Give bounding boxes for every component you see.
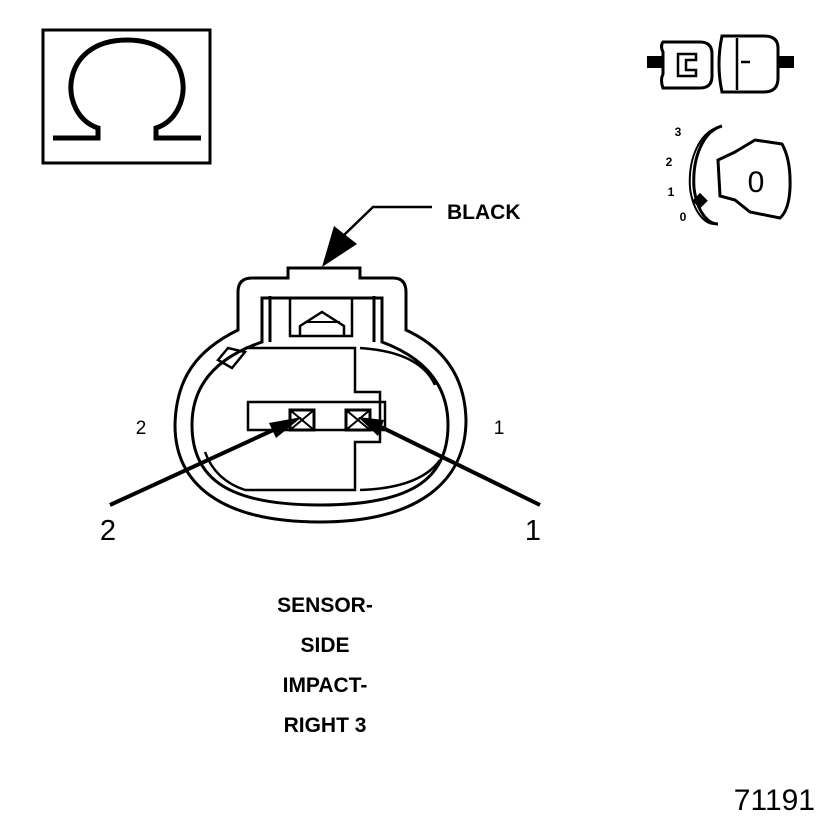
caption-line-2: SIDE [300,634,350,657]
cavity-1-face-label: 1 [494,418,505,439]
ignition-position-0: 0 [680,210,687,224]
cavity-2-face-label: 2 [136,418,147,439]
ignition-key-position-label: 0 [748,166,765,199]
color-callout: BLACK [322,201,521,267]
figure-number: 71191 [733,784,815,817]
pin-1-callout: 1 [525,515,541,547]
connector-color-label: BLACK [447,201,521,224]
connector-caption: SENSOR- SIDE IMPACT- RIGHT 3 [225,586,425,746]
pin-2-callout: 2 [100,515,116,547]
ignition-position-2: 2 [666,155,673,169]
caption-line-4: RIGHT 3 [283,714,367,737]
caption-line-3: IMPACT- [282,674,368,697]
ohmmeter-symbol-icon [41,28,212,165]
ignition-key-off-icon: 3 2 1 0 0 [666,124,792,226]
ignition-position-3: 3 [675,125,682,139]
pin-1-leader [358,417,541,507]
pin-2-leader [109,417,302,507]
ignition-position-1: 1 [668,185,675,199]
connector-disconnected-icon [647,34,794,94]
caption-line-1: SENSOR- [277,594,373,617]
connector-face [173,266,468,524]
